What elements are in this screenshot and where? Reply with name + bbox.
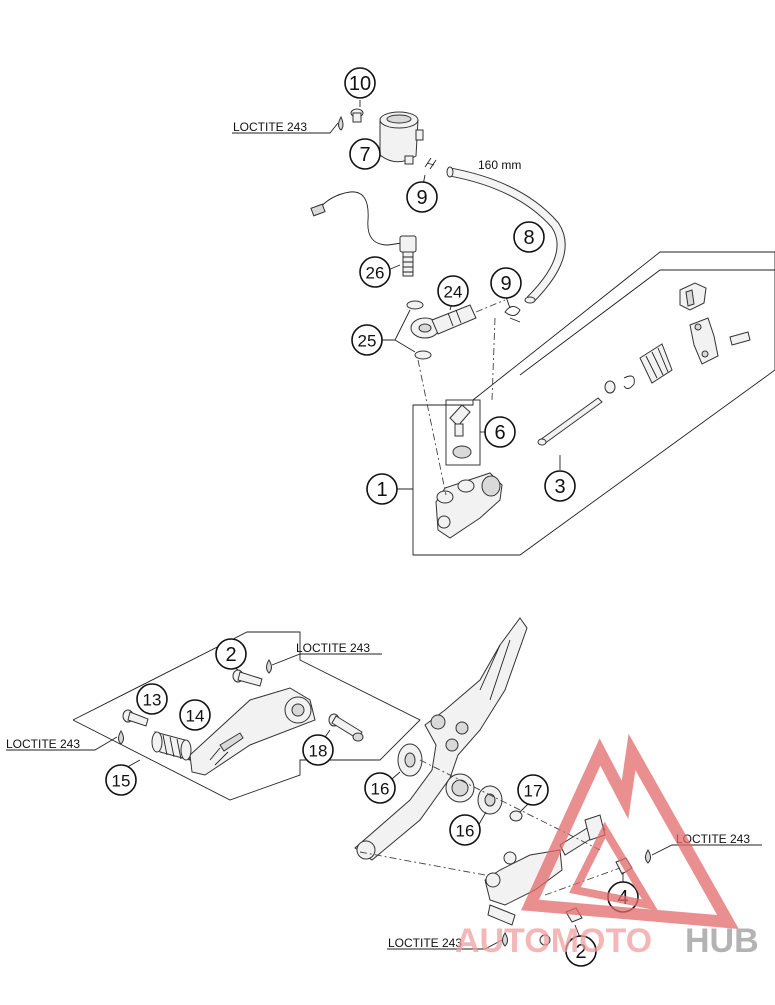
lower-assembly <box>6 617 762 950</box>
loctite-drop-3 <box>118 730 124 745</box>
callout-15: 15 <box>112 772 131 791</box>
piston-kit <box>537 282 751 446</box>
loctite-drop-2 <box>266 659 272 674</box>
callout-3: 3 <box>554 476 565 498</box>
reservoir-cap-screw <box>350 108 364 123</box>
callout-25: 25 <box>358 332 377 351</box>
callout-2-lower: 2 <box>575 941 586 963</box>
callout-16-left: 16 <box>371 780 390 799</box>
group-frame-lower <box>72 631 421 801</box>
pressure-switch <box>310 191 417 277</box>
callout-7: 7 <box>359 144 370 166</box>
loctite-drop-4 <box>645 849 651 864</box>
spacer <box>509 810 523 822</box>
callout-26: 26 <box>366 264 385 283</box>
pivot-bolt <box>328 713 364 742</box>
loctite-label-5: LOCTITE 243 <box>388 936 462 950</box>
loctite-label-4: LOCTITE 243 <box>676 832 750 846</box>
loctite-label-1: LOCTITE 243 <box>233 120 307 134</box>
lower-screw <box>539 934 551 946</box>
washer-upper <box>406 300 424 310</box>
clevis <box>689 317 719 365</box>
hose <box>446 166 566 304</box>
watermark-logo <box>521 733 739 929</box>
text-labels: 160 mm LOCTITE 243 LOCTITE 243 LOCTITE 2… <box>6 120 750 950</box>
callout-16-right: 16 <box>456 822 475 841</box>
callout-13: 13 <box>143 691 162 710</box>
callout-9-lower: 9 <box>500 273 511 295</box>
brake-pedal <box>189 687 316 776</box>
washer-lower <box>414 350 432 360</box>
callout-9-upper: 9 <box>416 187 427 209</box>
group-frame-inner <box>519 269 775 376</box>
pedal-bolt <box>232 669 263 687</box>
callout-1: 1 <box>376 479 387 501</box>
watermark: AUTOMOTO HUB <box>455 733 759 960</box>
callout-2-upper: 2 <box>225 644 236 666</box>
connection-fitting-kit <box>445 399 481 466</box>
master-cylinder <box>435 472 503 539</box>
loctite-label-3: LOCTITE 243 <box>6 737 80 751</box>
hose-clip-upper <box>424 157 437 170</box>
watermark-text-auto: AUTOMOTO <box>455 922 652 960</box>
pedal-pin <box>122 709 149 727</box>
pedal-rubber <box>151 731 192 761</box>
callout-10: 10 <box>349 73 371 95</box>
callout-18: 18 <box>309 742 328 761</box>
group-frame-upper <box>412 251 775 556</box>
reservoir <box>379 111 424 165</box>
loctite-drop-5 <box>502 932 508 947</box>
callout-24: 24 <box>444 283 463 302</box>
banjo-fitting <box>410 299 506 339</box>
bearing-left <box>397 743 423 777</box>
loctite-drop-1 <box>338 115 344 131</box>
hose-length-label: 160 mm <box>478 158 521 172</box>
rubber-boot <box>639 343 673 384</box>
bearing-right <box>477 785 503 815</box>
callout-8: 8 <box>523 227 534 249</box>
callout-17: 17 <box>524 782 543 801</box>
loctite-label-2: LOCTITE 243 <box>296 641 370 655</box>
callout-14: 14 <box>186 707 205 726</box>
footrest-bracket <box>354 617 528 861</box>
watermark-text-hub: HUB <box>685 922 759 960</box>
callout-6: 6 <box>494 422 505 444</box>
bracket-clip <box>679 282 707 311</box>
clevis-pin <box>729 331 751 346</box>
hose-clip-lower <box>504 306 521 323</box>
